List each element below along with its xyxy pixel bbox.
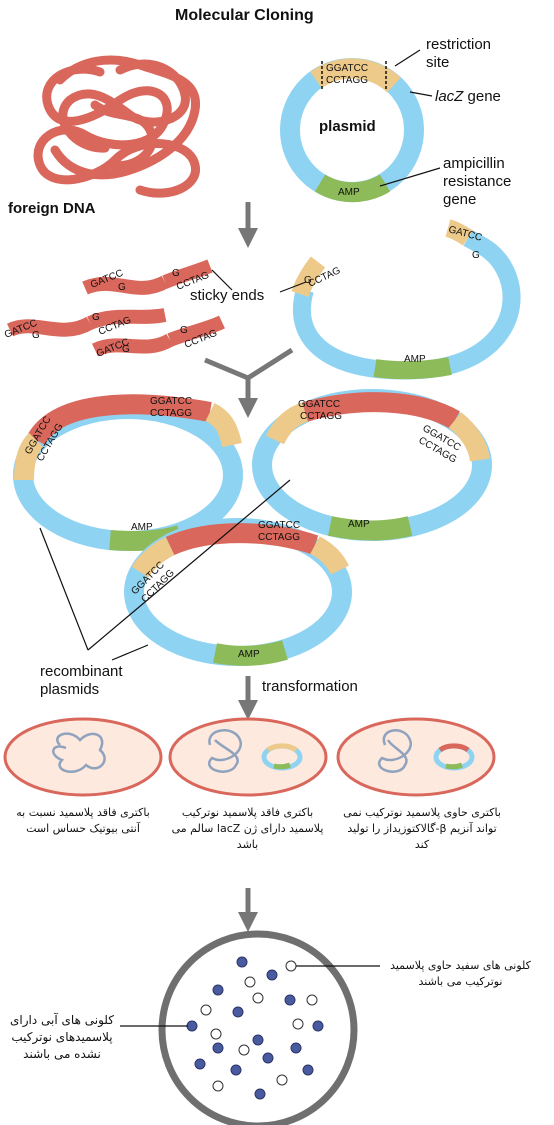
svg-text:G: G [304, 275, 312, 286]
ampicillin-resistance-label: ampicillin resistance gene [443, 155, 512, 208]
sticky-ends-label: sticky ends [190, 287, 265, 304]
petri-dish [158, 930, 358, 1125]
recombinant-plasmid-right [252, 389, 492, 541]
page-title: Molecular Cloning [175, 7, 314, 24]
bacterium-no-plasmid [3, 717, 163, 797]
bacterium-recombinant-plasmid [336, 717, 496, 797]
svg-text:G: G [92, 312, 100, 323]
svg-text:G: G [118, 282, 126, 293]
recombinant-plasmid-left [13, 394, 243, 551]
caption-no-plasmid: باکتری فاقد پلاسمید نسبت به آنتی بیوتیک … [16, 806, 150, 835]
svg-text:CCTAGG: CCTAGG [150, 408, 192, 419]
dna-fragments [6, 259, 225, 357]
caption-recombinant-plasmid: باکتری حاوی پلاسمید نوترکیب نمی تواند آن… [343, 806, 501, 851]
caption-intact-plasmid: باکتری فاقد پلاسمید نوترکیب پلاسمید دارا… [171, 806, 324, 851]
svg-text:G: G [172, 268, 180, 279]
svg-text:AMP: AMP [131, 522, 153, 533]
svg-text:CCTAGG: CCTAGG [258, 532, 300, 543]
bacterium-intact-plasmid [168, 717, 328, 797]
plasmid-label: plasmid [319, 118, 376, 135]
arrow-merge [204, 347, 294, 408]
white-colonies-label: کلونی های سفید حاوی پلاسمید نوترکیب می ب… [390, 959, 531, 988]
lacz-gene-label: lacZ gene [435, 88, 501, 105]
svg-text:G: G [122, 344, 130, 355]
opened-plasmid-amp: AMP [404, 354, 426, 365]
restriction-site-label: restriction site [426, 36, 492, 71]
plasmid-site-seq-top: GGATCC [326, 63, 368, 74]
foreign-dna-label: foreign DNA [8, 200, 96, 217]
foreign-dna-tangle [33, 55, 200, 198]
svg-text:GGATCC: GGATCC [298, 399, 340, 410]
recombinant-plasmid-bottom [124, 518, 352, 666]
svg-text:GGATCC: GGATCC [150, 396, 192, 407]
svg-text:AMP: AMP [348, 519, 370, 530]
recombinant-plasmids-label: recombinant plasmids [40, 663, 123, 698]
svg-text:G: G [472, 250, 480, 261]
white-colonies [200, 960, 318, 1092]
transformation-label: transformation [262, 678, 358, 695]
opened-plasmid [291, 219, 521, 380]
svg-text:G: G [32, 330, 40, 341]
svg-text:CCTAGG: CCTAGG [300, 411, 342, 422]
svg-text:GGATCC: GGATCC [258, 520, 300, 531]
blue-colonies-label: کلونی های آبی دارای پلاسمیدهای نوترکیب ن… [10, 1013, 114, 1061]
blue-colonies [186, 956, 324, 1100]
svg-text:G: G [180, 325, 188, 336]
plasmid-ring [280, 58, 424, 203]
plasmid-site-seq-bottom: CCTAGG [326, 75, 368, 86]
plasmid-amp-label: AMP [338, 187, 360, 198]
svg-text:AMP: AMP [238, 649, 260, 660]
